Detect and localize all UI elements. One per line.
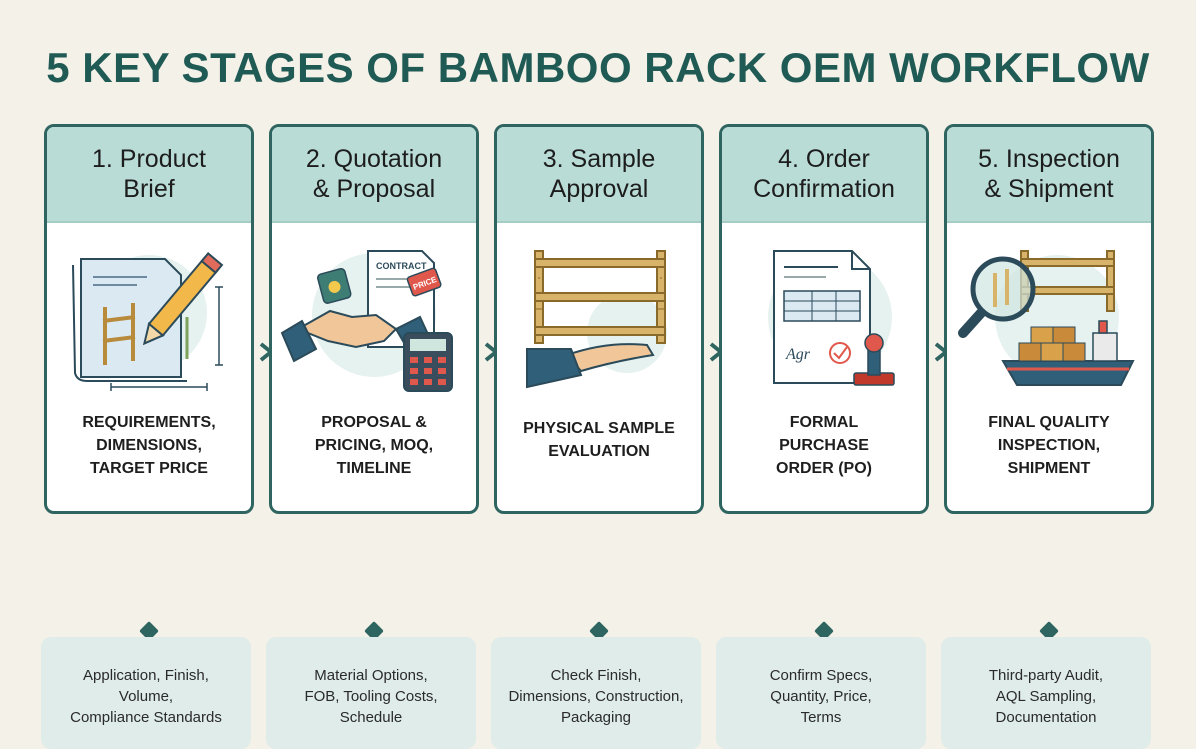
stage-card: 5. Inspection& Shipment FINAL QUALITY I bbox=[944, 124, 1154, 514]
desc-line: EVALUATION bbox=[548, 443, 650, 460]
stage-title-line1: 4. Order bbox=[778, 145, 870, 173]
detail-line: Material Options, bbox=[314, 667, 428, 684]
detail-line: Terms bbox=[800, 709, 842, 726]
stage-header: 5. Inspection& Shipment bbox=[947, 127, 1151, 223]
stage-details: Third-party Audit, AQL Sampling, Documen… bbox=[941, 637, 1151, 749]
detail-line: Check Finish, bbox=[550, 667, 642, 684]
magnifier-ship-icon bbox=[958, 250, 1135, 386]
detail-line: Confirm Specs, bbox=[769, 667, 873, 684]
detail-line: Schedule bbox=[339, 709, 403, 726]
detail-line: Packaging bbox=[560, 709, 632, 726]
blueprint-pencil-icon bbox=[72, 252, 224, 391]
purchase-order-stamp-icon: Agr bbox=[768, 250, 895, 386]
stage-title-line1: 1. Product bbox=[92, 145, 206, 173]
detail-line: Application, Finish, bbox=[83, 667, 209, 684]
stage-title-line2: & Proposal bbox=[312, 175, 436, 203]
stage-details: Confirm Specs, Quantity, Price, Terms bbox=[716, 637, 926, 749]
stage-title-line1: 2. Quotation bbox=[305, 145, 443, 173]
desc-line: SHIPMENT bbox=[1007, 460, 1091, 477]
desc-line: TIMELINE bbox=[336, 460, 412, 477]
detail-line: Compliance Standards bbox=[70, 709, 222, 726]
stage-card: 2. Quotation& Proposal CONTRACT PRICE bbox=[269, 124, 479, 514]
stage-description: FORMAL PURCHASE ORDER (PO) bbox=[730, 411, 918, 480]
desc-line: REQUIREMENTS, bbox=[82, 414, 216, 431]
stage-description: PROPOSAL & PRICING, MOQ, TIMELINE bbox=[280, 411, 468, 480]
stage-description: PHYSICAL SAMPLE EVALUATION bbox=[505, 417, 693, 463]
page-title: 5 KEY STAGES OF BAMBOO RACK OEM WORKFLOW bbox=[46, 44, 1150, 91]
desc-line: DIMENSIONS, bbox=[96, 437, 202, 454]
rack-hand-icon bbox=[526, 250, 667, 389]
desc-line: FORMAL bbox=[789, 414, 859, 431]
contract-label: CONTRACT bbox=[376, 261, 427, 271]
stage-details: Check Finish, Dimensions, Construction, … bbox=[491, 637, 701, 749]
handshake-contract-icon: CONTRACT PRICE bbox=[280, 250, 453, 392]
detail-line: AQL Sampling, bbox=[995, 688, 1097, 705]
stage-title-line2: Confirmation bbox=[753, 175, 895, 203]
desc-line: INSPECTION, bbox=[997, 437, 1101, 454]
stage-title-line1: 3. Sample bbox=[542, 145, 656, 173]
stage-details: Material Options, FOB, Tooling Costs, Sc… bbox=[266, 637, 476, 749]
stage-title-line2: & Shipment bbox=[984, 175, 1114, 203]
desc-line: PRICING, MOQ, bbox=[314, 437, 434, 454]
stage-title-line2: Approval bbox=[549, 175, 649, 203]
detail-line: Quantity, Price, bbox=[770, 688, 872, 705]
stage-details: Application, Finish, Volume, Compliance … bbox=[41, 637, 251, 749]
desc-line: PURCHASE bbox=[779, 437, 869, 454]
signature: Agr bbox=[785, 346, 811, 363]
detail-line: Third-party Audit, bbox=[988, 667, 1104, 684]
desc-line: PHYSICAL SAMPLE bbox=[523, 420, 675, 437]
detail-line: FOB, Tooling Costs, bbox=[304, 688, 438, 705]
detail-line: Documentation bbox=[995, 709, 1097, 726]
stage-description: FINAL QUALITY INSPECTION, SHIPMENT bbox=[955, 411, 1143, 480]
desc-line: PROPOSAL & bbox=[321, 414, 427, 431]
stage-title-line2: Brief bbox=[123, 175, 175, 203]
desc-line: TARGET PRICE bbox=[90, 460, 208, 477]
stage-title-line1: 5. Inspection bbox=[978, 145, 1120, 173]
detail-line: Volume, bbox=[118, 688, 174, 705]
stage-header: 2. Quotation& Proposal bbox=[272, 127, 476, 223]
stage-description: REQUIREMENTS, DIMENSIONS, TARGET PRICE bbox=[55, 411, 243, 480]
detail-line: Dimensions, Construction, bbox=[508, 688, 684, 705]
desc-line: ORDER (PO) bbox=[776, 460, 872, 477]
desc-line: FINAL QUALITY bbox=[988, 414, 1110, 431]
